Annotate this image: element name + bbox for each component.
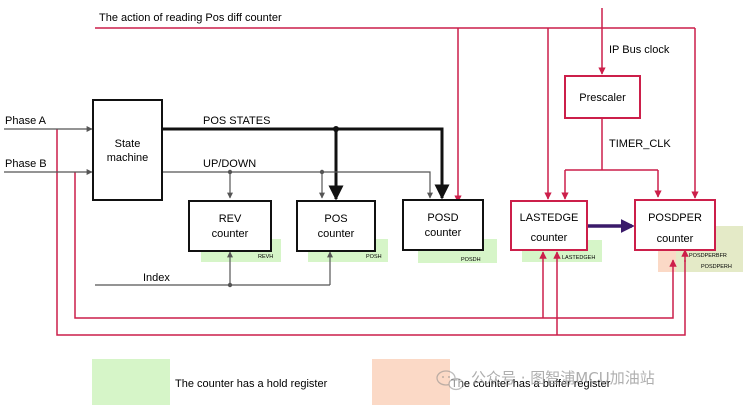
rev-counter-block bbox=[188, 200, 272, 252]
prescaler-block bbox=[564, 75, 641, 119]
legend-buffer-swatch bbox=[372, 359, 450, 405]
posdperh-register-label: POSDPERH bbox=[701, 264, 732, 270]
prescaler-label: Prescaler bbox=[579, 92, 626, 104]
legend-buffer-text: The counter has a buffer register bbox=[451, 378, 611, 390]
index-lines bbox=[95, 251, 333, 286]
lastedge-counter-label-1: LASTEDGE bbox=[520, 212, 579, 224]
lastedgeh-register-label: LASTEDGEH bbox=[562, 255, 595, 261]
pos-counter-label-1: POS bbox=[324, 213, 347, 225]
state-machine-label-2: machine bbox=[107, 152, 149, 164]
read-action-label: The action of reading Pos diff counter bbox=[99, 12, 282, 24]
posdh-register-label: POSDH bbox=[461, 257, 481, 263]
posh-register-label: POSH bbox=[366, 254, 382, 260]
legend-hold-swatch bbox=[92, 359, 170, 405]
pos-states-label: POS STATES bbox=[203, 115, 270, 127]
phase-routing-lines bbox=[56, 129, 689, 336]
read-action-lines bbox=[95, 27, 699, 203]
ip-bus-clock-label: IP Bus clock bbox=[609, 44, 670, 56]
up-down-label: UP/DOWN bbox=[203, 158, 256, 170]
phase-a-label: Phase A bbox=[5, 115, 47, 127]
revh-register-label: REVH bbox=[258, 254, 273, 260]
phase-b-label: Phase B bbox=[5, 158, 47, 170]
posdperbfr-register-label: POSDPERBFR bbox=[689, 253, 727, 259]
pos-states-bus bbox=[162, 127, 450, 201]
watermark-text: 公众号 · 图智浦MCU加油站 bbox=[471, 369, 655, 387]
posd-counter-label-2: counter bbox=[425, 227, 462, 239]
rev-counter-label-1: REV bbox=[219, 213, 242, 225]
index-label: Index bbox=[143, 272, 170, 284]
phase-input-lines bbox=[4, 126, 93, 175]
wechat-logo-icon bbox=[436, 370, 464, 391]
index-junction bbox=[227, 282, 233, 288]
up-down-lines bbox=[162, 171, 433, 199]
posdper-counter-label-1: POSDPER bbox=[648, 212, 702, 224]
rev-counter-label-2: counter bbox=[212, 228, 249, 240]
lastedge-counter-label-2: counter bbox=[531, 232, 568, 244]
state-machine-block bbox=[92, 99, 163, 201]
pos-counter-block bbox=[296, 200, 376, 252]
ip-bus-clock-lines bbox=[544, 8, 662, 200]
timer-clk-label: TIMER_CLK bbox=[609, 138, 671, 150]
pos-counter-label-2: counter bbox=[318, 228, 355, 240]
lastedge-counter-block bbox=[510, 200, 588, 251]
posd-counter-block bbox=[402, 199, 484, 251]
up-down-junction-rev bbox=[227, 169, 233, 175]
legend-hold-text: The counter has a hold register bbox=[175, 378, 328, 390]
posd-counter-label-1: POSD bbox=[427, 212, 458, 224]
up-down-junction-pos bbox=[319, 169, 325, 175]
pos-states-junction bbox=[333, 126, 339, 132]
state-machine-label-1: State bbox=[115, 138, 141, 150]
posdper-counter-label-2: counter bbox=[657, 233, 694, 245]
posdper-counter-block bbox=[634, 199, 716, 251]
